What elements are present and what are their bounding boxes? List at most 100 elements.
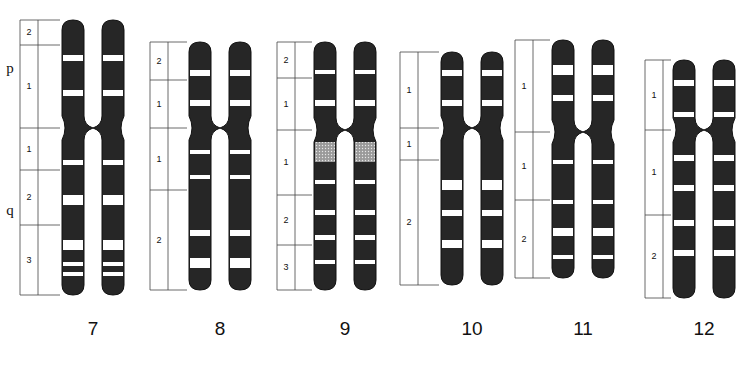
band [553,65,573,75]
band [315,235,335,240]
band [553,160,573,164]
band [63,272,83,276]
region-number: 2 [521,235,526,244]
scale-line [515,40,550,278]
band [442,210,462,216]
region-number: 1 [651,91,656,100]
band-set [714,80,734,256]
band [190,70,210,76]
band-set [230,70,250,268]
band [442,240,462,248]
band-set [315,70,335,264]
chromatid [704,60,735,298]
chromosome-number: 10 [461,319,482,338]
band-set [674,80,694,256]
scale-line [20,20,60,295]
band [674,80,694,86]
region-scale [20,20,671,298]
chromatid [673,60,704,298]
band-set [103,55,123,276]
region-number: 2 [283,56,288,65]
band-set [190,70,210,268]
band-set [593,65,613,259]
region-number: 3 [283,263,288,272]
chromatid [552,40,583,278]
band [315,70,335,74]
region-number: 2 [156,57,161,66]
region-number: 1 [406,140,411,149]
region-number: 3 [26,256,31,265]
region-number: 1 [283,100,288,109]
band [315,210,335,215]
band [553,200,573,204]
scale-line [645,60,671,298]
region-number: 1 [521,82,526,91]
region-number: 2 [26,193,31,202]
band [674,112,694,117]
chromatid [314,42,345,290]
region-number: 1 [406,86,411,95]
band-set [63,55,83,276]
band [674,155,694,161]
region-number: 2 [651,252,656,261]
band-set [482,70,502,248]
chromatid [472,52,503,285]
chromatid [345,42,376,290]
chromosome-number: 9 [340,319,351,338]
band [442,70,462,76]
band [63,195,83,205]
chromatid [189,42,220,290]
band [553,228,573,236]
region-number: 2 [406,218,411,227]
band [553,95,573,101]
chromatid [93,20,124,295]
chromosome-number: 12 [693,319,714,338]
band [190,100,210,106]
band [442,180,462,190]
region-number: 1 [26,145,31,154]
chromatid [583,40,614,278]
band-set [355,70,375,264]
band-set [553,65,573,259]
chromosome-number: 11 [573,319,593,338]
chromosome-number: 7 [88,319,99,338]
band [63,160,83,165]
band [315,180,335,184]
band [63,262,83,266]
band [63,55,83,61]
chromatids [62,20,735,298]
band [315,100,335,106]
band [442,100,462,106]
bands [63,55,734,276]
region-number: 2 [26,28,31,37]
band [190,150,210,154]
chromatid [441,52,472,285]
band [190,175,210,179]
band [553,255,573,259]
chromatid [220,42,251,290]
region-number: 1 [156,155,161,164]
band-set [442,70,462,248]
band [674,185,694,191]
chromosome-number: 8 [215,319,226,338]
arm-label: q [6,203,14,218]
region-number: 2 [283,216,288,225]
region-number: 1 [156,100,161,109]
scale-line [277,42,312,290]
scale-line [400,52,439,285]
band [674,250,694,256]
region-number: 1 [651,168,656,177]
region-number: 1 [521,162,526,171]
region-number: 1 [283,158,288,167]
arm-label: p [6,61,14,76]
band [63,90,83,96]
region-number: 1 [26,82,31,91]
chromatid [62,20,93,295]
region-number: 2 [156,236,161,245]
band [63,240,83,250]
band [315,260,335,264]
band [190,258,210,268]
band [315,142,335,162]
